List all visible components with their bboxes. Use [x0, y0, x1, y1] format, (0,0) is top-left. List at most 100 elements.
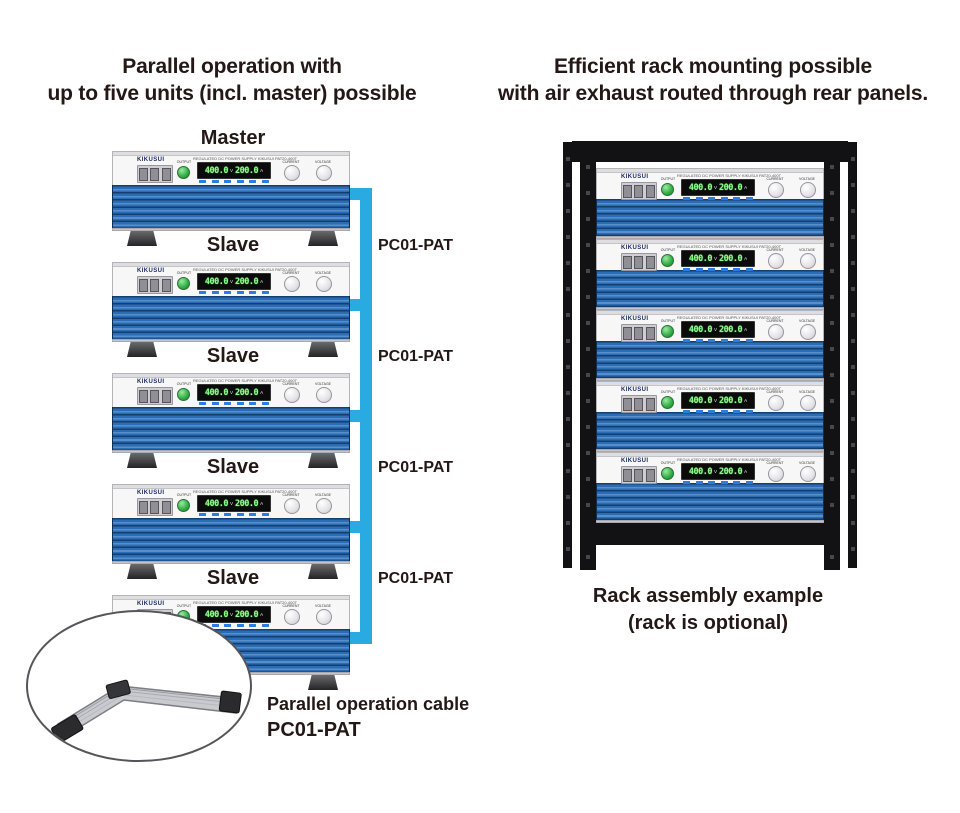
kikusui-logo: KIKUSUI [621, 458, 649, 464]
cable-name-label: PC01-PAT [378, 348, 453, 365]
function-buttons [683, 339, 753, 342]
psu-front-panel: KIKUSUI REGULATED DC POWER SUPPLY KIKUSU… [596, 381, 824, 413]
voltage-knob-label: VOLTAGE [798, 461, 815, 465]
digital-display: 400.0 V 200.0 A [197, 162, 271, 179]
voltage-unit: V [229, 390, 233, 395]
kikusui-logo: KIKUSUI [621, 316, 649, 322]
voltage-readout: 400.0 [688, 466, 713, 477]
unit-foot [308, 453, 338, 468]
voltage-unit: V [229, 168, 233, 173]
current-knob-label: CURRENT [766, 319, 784, 323]
psu-unit: KIKUSUI REGULATED DC POWER SUPPLY KIKUSU… [112, 151, 350, 246]
current-knob [768, 466, 784, 482]
digital-display: 400.0 V 200.0 A [681, 179, 755, 196]
kikusui-logo: KIKUSUI [137, 268, 165, 274]
current-readout: 200.0 [719, 182, 743, 193]
output-button [177, 277, 190, 290]
current-unit: A [744, 185, 748, 190]
current-knob-label: CURRENT [766, 461, 784, 465]
digital-display: 400.0 V 200.0 A [681, 250, 755, 267]
heatsink-fins [112, 185, 350, 228]
kikusui-logo: KIKUSUI [137, 601, 165, 607]
psu-front-panel: KIKUSUI REGULATED DC POWER SUPPLY KIKUSU… [596, 168, 824, 200]
chassis-bottom-edge [596, 449, 824, 452]
voltage-knob [316, 387, 332, 403]
chassis-bottom-edge [596, 307, 824, 310]
model-label: REGULATED DC POWER SUPPLY KIKUSUI PAT20-… [192, 489, 298, 494]
chassis-top-edge [113, 152, 349, 156]
right-title-line1: Efficient rack mounting possible [554, 55, 872, 78]
current-knob [768, 253, 784, 269]
output-label: OUTPUT [660, 177, 676, 181]
current-readout: 200.0 [235, 165, 259, 176]
psu-unit: KIKUSUI REGULATED DC POWER SUPPLY KIKUSU… [596, 310, 824, 381]
heatsink-fins [596, 412, 824, 449]
cable-caption-line2: PC01-PAT [267, 719, 361, 741]
output-label: OUTPUT [176, 493, 192, 497]
digital-display: 400.0 V 200.0 A [197, 273, 271, 290]
right-title-line2: with air exhaust routed through rear pan… [498, 82, 928, 105]
psu-front-panel: KIKUSUI REGULATED DC POWER SUPPLY KIKUSU… [112, 373, 350, 407]
chassis-bottom-edge [112, 339, 350, 342]
chassis-top-edge [597, 311, 823, 315]
power-breaker-switch [137, 165, 173, 183]
voltage-knob [800, 253, 816, 269]
cable-name-label: PC01-PAT [378, 570, 453, 587]
model-label: REGULATED DC POWER SUPPLY KIKUSUI PAT20-… [192, 267, 298, 272]
model-label: REGULATED DC POWER SUPPLY KIKUSUI PAT20-… [676, 173, 782, 178]
heatsink-fins [596, 199, 824, 236]
psu-unit: KIKUSUI REGULATED DC POWER SUPPLY KIKUSU… [112, 373, 350, 468]
power-breaker-switch [621, 324, 657, 342]
rack-top-bar [572, 141, 848, 162]
parallel-cable-link [349, 299, 372, 422]
current-knob [768, 395, 784, 411]
current-knob-label: CURRENT [282, 160, 300, 164]
current-knob [284, 165, 300, 181]
current-knob-label: CURRENT [282, 271, 300, 275]
output-label: OUTPUT [660, 319, 676, 323]
voltage-readout: 400.0 [204, 609, 229, 620]
digital-display: 400.0 V 200.0 A [197, 384, 271, 401]
voltage-knob-label: VOLTAGE [314, 382, 331, 386]
current-knob [284, 609, 300, 625]
unit-foot [127, 342, 157, 357]
current-unit: A [744, 256, 748, 261]
psu-unit: KIKUSUI REGULATED DC POWER SUPPLY KIKUSU… [596, 452, 824, 523]
current-unit: A [744, 327, 748, 332]
psu-front-panel: KIKUSUI REGULATED DC POWER SUPPLY KIKUSU… [596, 452, 824, 484]
model-label: REGULATED DC POWER SUPPLY KIKUSUI PAT20-… [676, 244, 782, 249]
voltage-unit: V [713, 327, 717, 332]
current-knob [768, 324, 784, 340]
chassis-top-edge [597, 240, 823, 244]
chassis-bottom-edge [596, 520, 824, 523]
current-unit: A [260, 279, 264, 284]
unit-foot [308, 675, 338, 690]
output-label: OUTPUT [176, 604, 192, 608]
slave-label: Slave [206, 345, 260, 367]
voltage-knob-label: VOLTAGE [798, 319, 815, 323]
model-label: REGULATED DC POWER SUPPLY KIKUSUI PAT20-… [192, 378, 298, 383]
voltage-knob [800, 324, 816, 340]
chassis-top-edge [113, 596, 349, 600]
heatsink-fins [112, 518, 350, 561]
kikusui-logo: KIKUSUI [621, 174, 649, 180]
current-readout: 200.0 [235, 276, 259, 287]
chassis-top-edge [113, 485, 349, 489]
output-label: OUTPUT [176, 160, 192, 164]
parallel-cable-link [349, 410, 372, 533]
output-label: OUTPUT [176, 382, 192, 386]
voltage-readout: 400.0 [204, 276, 229, 287]
model-label: REGULATED DC POWER SUPPLY KIKUSUI PAT20-… [192, 156, 298, 161]
voltage-readout: 400.0 [688, 395, 713, 406]
current-readout: 200.0 [719, 466, 743, 477]
voltage-knob [800, 182, 816, 198]
cable-name-label: PC01-PAT [378, 459, 453, 476]
current-knob [284, 276, 300, 292]
unit-foot [308, 564, 338, 579]
model-label: REGULATED DC POWER SUPPLY KIKUSUI PAT20-… [192, 600, 298, 605]
chassis-top-edge [597, 453, 823, 457]
function-buttons [199, 291, 269, 294]
current-unit: A [744, 469, 748, 474]
current-knob-label: CURRENT [282, 493, 300, 497]
model-label: REGULATED DC POWER SUPPLY KIKUSUI PAT20-… [676, 457, 782, 462]
